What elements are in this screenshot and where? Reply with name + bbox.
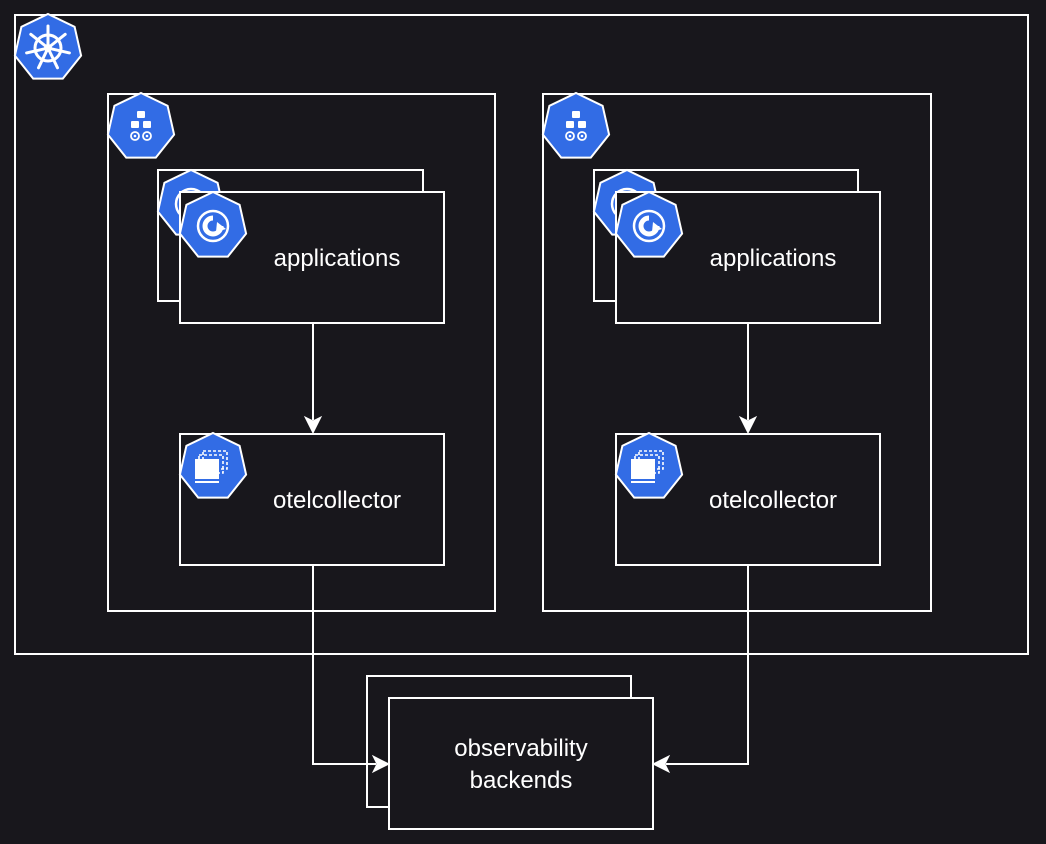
backends-box <box>388 697 654 830</box>
node-frame <box>107 93 496 612</box>
collector-to-backends-arrowhead-left <box>371 754 391 774</box>
applications-label: applications <box>274 245 401 272</box>
node-frame <box>542 93 932 612</box>
collector-to-backends-edge-left <box>312 565 376 765</box>
backends-label-line1: observability <box>454 735 587 762</box>
apps-to-collector-arrowhead <box>303 415 323 435</box>
collector-label: otelcollector <box>273 487 401 514</box>
applications-label: applications <box>710 245 837 272</box>
collector-label: otelcollector <box>709 487 837 514</box>
collector-to-backends-arrowhead-right <box>651 754 671 774</box>
node-icon <box>106 92 176 159</box>
node-group: applications otelcollector <box>106 92 496 612</box>
kubernetes-helm-icon <box>13 12 83 81</box>
backends-label-line2: backends <box>470 767 573 794</box>
node-icon <box>541 92 611 159</box>
node-group: applications otelcollector <box>541 92 932 612</box>
cluster-frame <box>14 14 1029 655</box>
collector-to-backends-edge-right <box>666 565 749 765</box>
apps-to-collector-arrowhead <box>738 415 758 435</box>
